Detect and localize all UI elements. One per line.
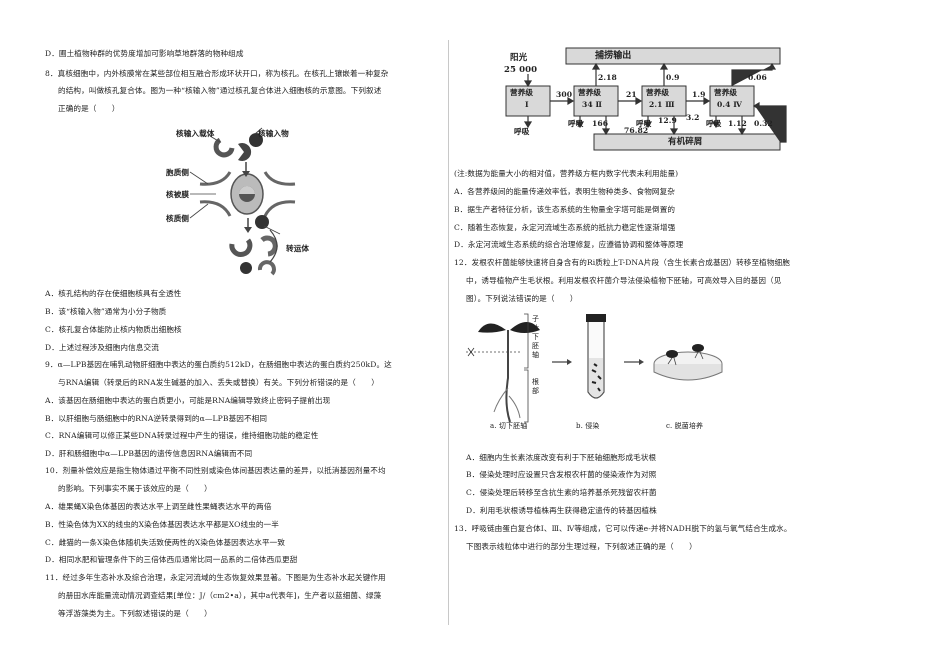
value-detritus-4: 0.32 <box>754 119 773 128</box>
label-cytoplasm-side: 胞质侧 <box>166 168 190 177</box>
q7-option-d: D．圃土植物种群的优势度增加可影响草地群落的物种组成 <box>45 49 244 58</box>
label-level-2: 营养级 <box>578 88 602 97</box>
label-respiration-2: 呼吸 <box>568 119 584 128</box>
q12-option-c: C．侵染处理后转移至含抗生素的培养基杀死残留农杆菌 <box>466 488 657 497</box>
q13-stem-line2: 下图表示线粒体中进行的部分生理过程，下列叙述正确的是（ ） <box>466 542 697 551</box>
value-detritus-2: 76.82 <box>624 126 649 135</box>
q8-option-d: D．上述过程涉及细胞内信息交流 <box>45 343 159 352</box>
label-nucleoplasm-side: 核质侧 <box>166 214 190 223</box>
value-resp-2: 166 <box>592 119 609 128</box>
column-divider <box>448 40 449 625</box>
label-level-3-num: 2.1 Ⅲ <box>649 100 675 109</box>
label-sunlight: 阳光 <box>510 53 528 63</box>
q10-stem-line2: 的影响。下列事实不属于该效应的是（ ） <box>58 484 212 493</box>
value-flow-1-2: 300 <box>556 90 573 99</box>
q8-stem-line3: 正确的是（ ） <box>58 104 120 113</box>
q9-stem-line2: 与RNA编辑（转录后的RNA发生碱基的加入、丢失或替换）有关。下列分析错误的是（… <box>58 378 379 387</box>
q12-option-d: D．利用毛状根诱导植株再生获得稳定遗传的转基因植株 <box>466 506 657 515</box>
label-level-4-num: 0.4 Ⅳ <box>717 100 742 109</box>
q10-option-a: A．雄果蝇X染色体基因的表达水平上调至雌性果蝇表达水平的两倍 <box>45 502 272 511</box>
value-flow-3-4: 1.9 <box>692 90 706 99</box>
value-resp-3: 12.9 <box>658 116 677 125</box>
q9-option-d: D．肝和肠细胞中α—LPB基因的遗传信息因RNA编辑而不同 <box>45 449 253 458</box>
nuclear-pore-figure <box>189 127 296 276</box>
value-sunlight: 25 000 <box>504 65 538 75</box>
q10-option-d: D．相同水肥和管理条件下的三倍体西瓜通常比同一品系的二倍体西瓜更甜 <box>45 555 298 564</box>
q10-option-b: B．性染色体为XX的线虫的X染色体基因表达水平都是XO线虫的一半 <box>45 520 279 529</box>
caption-c: c. 脱菌培养 <box>666 422 704 430</box>
q11-stem-line2: 的册田水库能量流动情况调查结果[单位：J/（cm2•a），其中a代表年]，生产者… <box>58 591 382 600</box>
right-column: 捕捞输出 阳光 25 000 营养级 Ⅰ 营养级 34 Ⅱ 营养级 2.1 Ⅲ … <box>452 0 950 672</box>
q9-option-b: B．以肝细胞与肠细胞中的RNA逆转录得到的α—LPB基因不相同 <box>45 414 268 423</box>
q11-option-a: A．各营养级间的能量传递效率低，表明生物种类多、食物网复杂 <box>454 187 676 196</box>
value-flow-2-3: 21 <box>626 90 637 99</box>
value-harvest-3: 0.9 <box>666 73 680 82</box>
q13-stem-line1: 13．呼吸链由蛋白复合体Ⅰ、Ⅲ、Ⅳ等组成，它可以传递e-并将NADH脱下的氢与氧… <box>454 524 792 533</box>
value-detritus-3: 3.2 <box>686 113 700 122</box>
q8-option-c: C．核孔复合体能防止核内物质出细胞核 <box>45 325 182 334</box>
value-resp-4: 1.12 <box>728 119 747 128</box>
q9-option-a: A．该基因在肠细胞中表达的蛋白质更小，可能是RNA编辑导致终止密码子提前出现 <box>45 396 331 405</box>
label-level-1-num: Ⅰ <box>525 100 529 109</box>
caption-b: b. 侵染 <box>576 422 600 430</box>
q9-stem-line1: 9．α—LPB基因在哺乳动物肝细胞中表达的蛋白质约512kD，在肠细胞中表达的蛋… <box>45 360 392 369</box>
q8-option-b: B．该“核输入物”通常为小分子物质 <box>45 307 167 316</box>
q10-option-c: C．雌猫的一条X染色体随机失活致使两性的X染色体基因表达水平一致 <box>45 538 286 547</box>
label-transporter: 转运体 <box>286 244 310 253</box>
q8-option-a: A．核孔结构的存在使细胞核具有全透性 <box>45 289 182 298</box>
q11-stem-line1: 11．经过多年生态补水及综合治理，永定河流域的生态恢复效果显著。下图是为生态补水… <box>45 573 386 582</box>
label-respiration-4: 呼吸 <box>706 119 722 128</box>
label-level-1: 营养级 <box>510 88 534 97</box>
q11-option-c: C．随着生态恢复，永定河流域生态系统的抵抗力稳定性逐渐增强 <box>454 223 676 232</box>
label-level-4: 营养级 <box>714 88 738 97</box>
label-harvest-output: 捕捞输出 <box>595 51 632 61</box>
q12-stem-line1: 12．发根农杆菌能够快速将自身含有的Ri质粒上T-DNA片段（含生长素合成基因）… <box>454 258 790 267</box>
label-import-receptor: 核输入载体 <box>176 129 215 138</box>
label-respiration-3: 呼吸 <box>636 119 652 128</box>
q11-note: (注:数据为能量大小的相对值，营养级方框内数字代表未利用能量) <box>454 169 679 178</box>
label-level-2-num: 34 Ⅱ <box>582 100 603 109</box>
label-import-cargo: 核输入物 <box>258 129 289 138</box>
q10-stem-line1: 10．剂量补偿效应是指生物体通过平衡不同性别或染色体间基因表达量的差异，以抵消基… <box>45 466 386 475</box>
q12-option-b: B．侵染处理时应设置只含发根农杆菌的侵染液作为对照 <box>466 470 657 479</box>
q9-option-c: C．RNA编辑可以修正某些DNA转录过程中产生的错误，维持细胞功能的稳定性 <box>45 431 319 440</box>
q11-option-b: B．据生产者特征分析，该生态系统的生物量金字塔可能是倒置的 <box>454 205 676 214</box>
left-column: D．圃土植物种群的优势度增加可影响草地群落的物种组成 8．真核细胞中，内外核膜常… <box>0 0 448 672</box>
q11-option-d: D．永定河流域生态系统的综合治理修复，应遵循协调和整体等原理 <box>454 240 684 249</box>
agrobacterium-figure <box>466 313 723 423</box>
value-harvest-4: 0.06 <box>748 73 767 82</box>
q12-stem-line3: 图）。下列说法错误的是（ ） <box>466 294 578 303</box>
label-hypocotyl: 子叶下胚轴 <box>532 315 540 359</box>
label-level-3: 营养级 <box>646 88 670 97</box>
q12-option-a: A．细胞内生长素浓度改变有利于下胚轴细胞形成毛状根 <box>466 453 657 462</box>
q8-stem-line1: 8．真核细胞中，内外核膜常在某些部位相互融合形成环状开口，称为核孔。在核孔上镶嵌… <box>45 69 389 78</box>
label-nuclear-envelope: 核被膜 <box>166 190 190 199</box>
label-detritus: 有机碎屑 <box>668 137 703 147</box>
q12-stem-line2: 中，诱导植物产生毛状根。利用发根农杆菌介导法侵染植物下胚轴，可高效导入目的基因（… <box>466 276 782 285</box>
label-root: 根部 <box>532 378 540 395</box>
q8-stem-line2: 的结构，叫做核孔复合体。图为一种“核输入物”通过核孔复合体进入细胞核的示意图。下… <box>58 86 382 95</box>
label-respiration-1: 呼吸 <box>514 127 530 136</box>
energy-flow-diagram <box>505 47 787 151</box>
caption-a: a. 切下胚轴 <box>490 422 528 430</box>
value-harvest-2: 2.18 <box>598 73 617 82</box>
q11-stem-line3: 等浮游藻类为主。下列叙述错误的是（ ） <box>58 609 212 618</box>
